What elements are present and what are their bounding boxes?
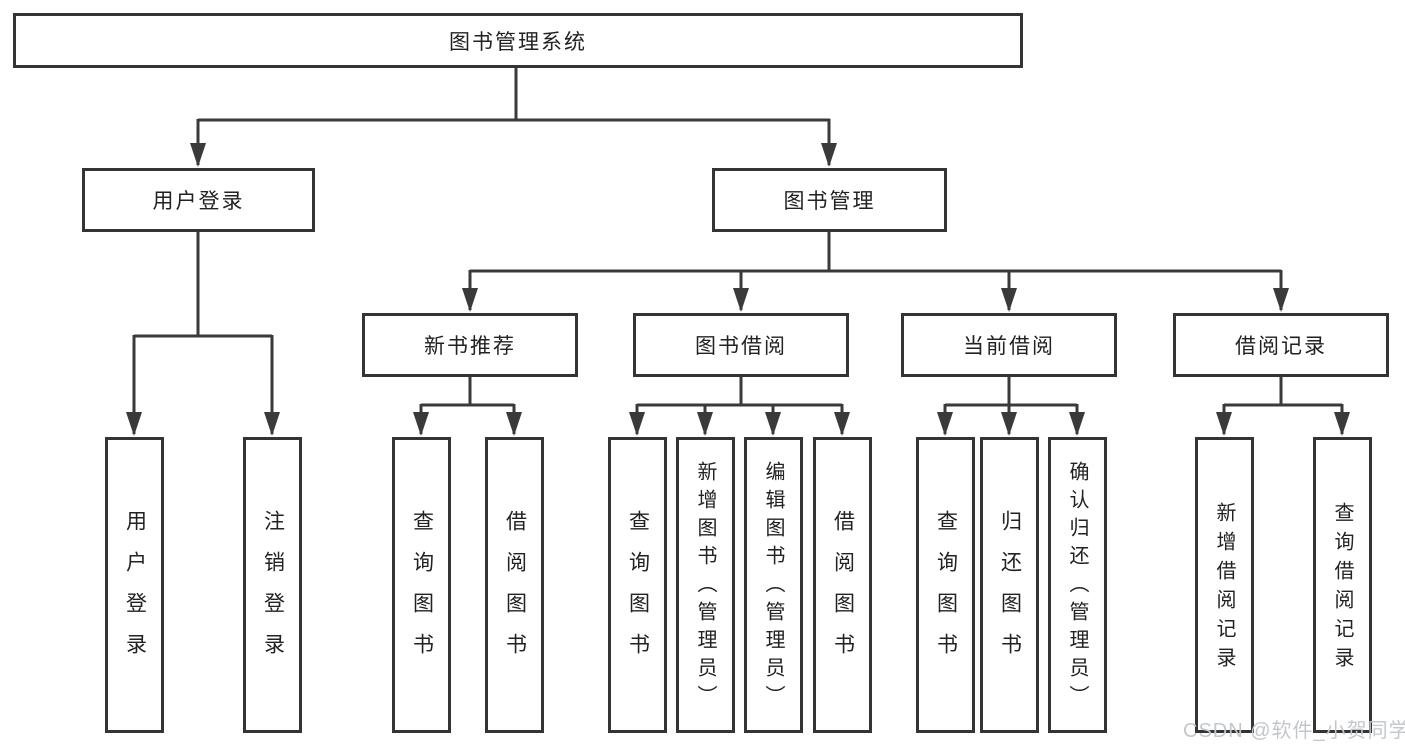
node-new-book-recommendation: 新书推荐 [362, 313, 578, 377]
edges-current-borrowing [937, 377, 1085, 436]
leaf-logout: 注销登录 [243, 437, 302, 733]
edges-new-book-recommendation [413, 377, 522, 436]
edges-user-login-branch [126, 232, 280, 436]
leaf-query-borrow-record: 查询借阅记录 [1313, 437, 1372, 733]
edges-borrowing-records [1216, 377, 1350, 436]
node-user-login: 用户登录 [82, 168, 315, 232]
leaf-query-books-recommend: 查询图书 [392, 437, 451, 733]
leaf-return-books: 归还图书 [980, 437, 1039, 733]
node-borrowing-records: 借阅记录 [1173, 313, 1389, 377]
node-book-borrowing: 图书借阅 [633, 313, 849, 377]
leaf-query-books-current: 查询图书 [916, 437, 975, 733]
leaf-confirm-return-admin: 确认归还（管理员） [1048, 437, 1107, 733]
edges-book-borrowing [629, 377, 850, 436]
node-current-borrowing: 当前借阅 [901, 313, 1117, 377]
node-book-management: 图书管理 [712, 168, 947, 232]
leaf-add-borrow-record: 新增借阅记录 [1195, 437, 1254, 733]
leaf-query-books-borrowing: 查询图书 [608, 437, 667, 733]
leaf-edit-books-admin: 编辑图书（管理员） [744, 437, 803, 733]
leaf-add-books-admin: 新增图书（管理员） [676, 437, 735, 733]
edges-root-to-level2 [190, 68, 837, 167]
csdn-watermark: CSDN @软件_小贺同学 [1183, 720, 1405, 742]
leaf-borrow-books-recommend: 借阅图书 [485, 437, 544, 733]
node-root: 图书管理系统 [13, 13, 1023, 68]
leaf-user-login: 用户登录 [105, 437, 164, 733]
edges-book-management-to-sections [462, 232, 1289, 312]
leaf-borrow-books-borrowing: 借阅图书 [813, 437, 872, 733]
